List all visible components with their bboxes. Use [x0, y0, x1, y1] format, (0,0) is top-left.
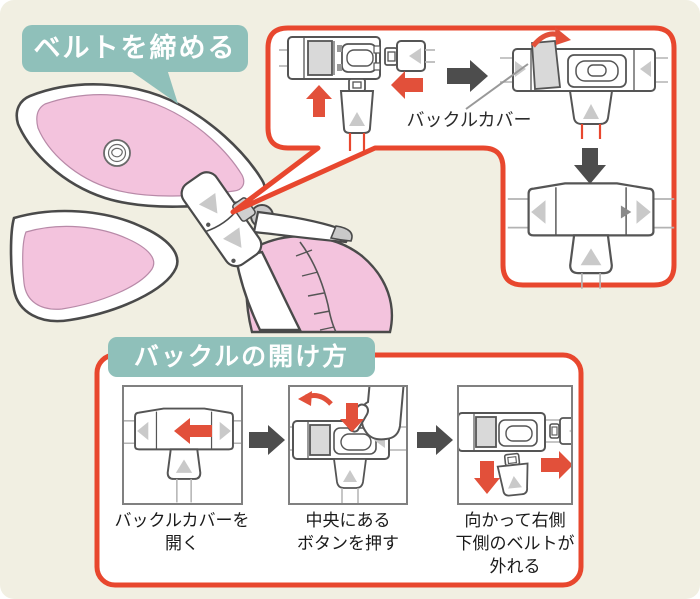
seat-product-illustration	[9, 83, 394, 334]
arrow-curved-icon	[298, 391, 333, 406]
step-2-caption: 中央にある ボタンを押す	[268, 509, 428, 555]
step-arrow-right-icon	[447, 60, 488, 92]
arrow-curved-icon	[531, 27, 571, 48]
step-arrow-right-icon	[249, 425, 285, 455]
tighten-label-tail	[128, 69, 178, 104]
arrow-up-icon	[306, 85, 332, 117]
step-3-caption-line-1: 向かって右側	[464, 511, 566, 530]
seat-button-detail	[103, 139, 131, 167]
step-1-drawing	[124, 407, 241, 503]
buckle-insert-drawing	[279, 36, 435, 151]
step-3-caption-line-2: 下側のベルトが	[455, 534, 575, 553]
callout-pointer-line	[465, 63, 529, 110]
section-label-open-buckle: バックルの開け方	[108, 337, 375, 377]
step-3-drawing	[459, 412, 571, 497]
step-3-caption-line-3: 外れる	[489, 557, 541, 576]
step-2-caption-line-1: 中央にある	[305, 511, 391, 530]
step-1-caption-line-2: 開く	[165, 534, 199, 553]
arrow-left-icon	[391, 71, 423, 99]
arrow-down-icon	[340, 403, 364, 432]
step-3-caption: 向かって右側 下側のベルトが 外れる	[432, 509, 598, 578]
step-1-caption-line-1: バックルカバーを	[114, 511, 250, 530]
arrow-right-icon	[541, 451, 571, 479]
step-arrow-right-icon	[417, 425, 453, 455]
arrow-left-icon	[174, 418, 212, 444]
step-1-caption: バックルカバーを 開く	[102, 509, 262, 555]
buckle-cover-close-drawing	[465, 27, 668, 139]
step-arrow-down-icon	[574, 148, 606, 184]
step-2-drawing	[290, 387, 406, 503]
buckle-cover-callout-label: バックルカバー	[406, 110, 532, 130]
section-label-tighten-belt: ベルトを締める	[22, 25, 248, 72]
arrow-down-icon	[474, 461, 500, 494]
buckle-closed-drawing	[507, 182, 675, 289]
step-2-caption-line-2: ボタンを押す	[297, 534, 399, 553]
